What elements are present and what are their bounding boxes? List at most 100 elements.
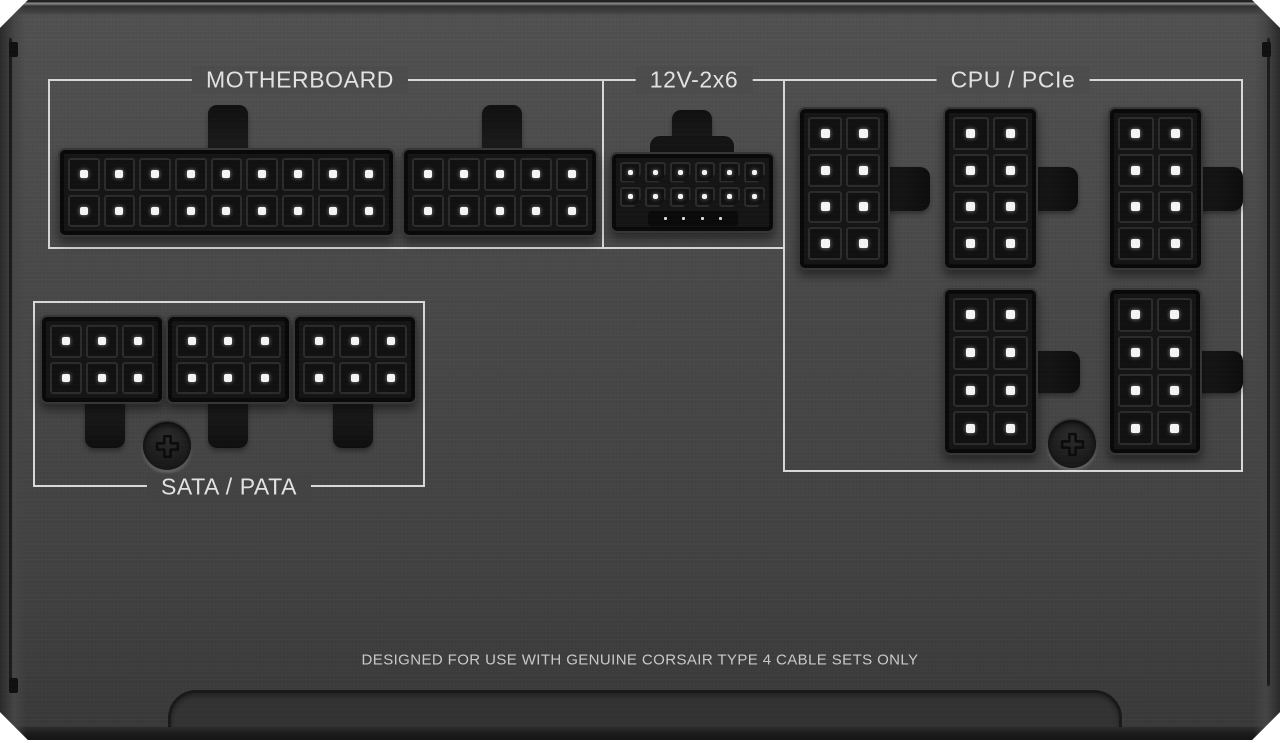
pin-cavity — [50, 361, 82, 394]
phillips-cross-icon — [155, 434, 179, 458]
pin-contact — [424, 206, 432, 215]
section-label-12v-2x6: 12V-2x6 — [635, 66, 753, 94]
sense-pin — [719, 217, 723, 220]
pin-contact — [186, 206, 195, 215]
pin-contact — [293, 170, 302, 179]
pin-contact — [460, 170, 468, 179]
pin-contact — [79, 206, 88, 215]
pin-contact — [568, 170, 576, 179]
pin-cavity — [86, 325, 118, 358]
pin-contact — [1131, 202, 1141, 212]
pin-cavity — [992, 298, 1028, 332]
pin-contact — [1005, 385, 1015, 395]
connector-clip-tab — [1034, 351, 1080, 393]
pin-cavity — [992, 411, 1028, 445]
pin-contact — [1131, 385, 1140, 395]
pin-cavity — [953, 190, 989, 224]
pin-contact — [134, 337, 142, 346]
pin-contact — [387, 337, 395, 346]
pin-cavity — [953, 227, 989, 260]
pin-contact — [966, 385, 976, 395]
phillips-screw-icon — [1048, 420, 1096, 468]
pin-cavity — [992, 335, 1028, 370]
pin-contact — [424, 170, 432, 179]
pin-cavity — [992, 227, 1028, 260]
pin-cavity — [846, 153, 880, 187]
pin-cavity — [846, 190, 880, 224]
pin-contact — [677, 194, 683, 200]
pin-cavity — [744, 162, 765, 183]
pin-cavity — [719, 186, 741, 207]
pin-grid — [953, 298, 1028, 445]
connector-12v-2x6 — [610, 152, 775, 233]
pin-cavity — [1157, 411, 1192, 445]
pin-contact — [134, 373, 142, 382]
pin-contact — [1131, 165, 1141, 175]
pin-cavity — [1118, 227, 1154, 260]
pin-contact — [727, 169, 733, 175]
pin-cavity — [139, 194, 171, 227]
pin-contact — [652, 169, 658, 175]
pin-contact — [151, 170, 160, 179]
pin-contact — [365, 170, 374, 179]
pin-contact — [702, 169, 708, 175]
pin-contact — [858, 128, 868, 138]
pin-cavity — [212, 361, 245, 394]
pin-contact — [351, 337, 359, 346]
pin-contact — [966, 128, 976, 138]
pin-contact — [1170, 348, 1179, 358]
pin-cavity — [808, 117, 842, 150]
pin-grid — [176, 325, 281, 394]
pin-contact — [727, 194, 733, 200]
pin-contact — [1005, 423, 1015, 433]
connector-clip-tab — [482, 105, 522, 155]
pin-contact — [677, 169, 683, 175]
phillips-cross-icon — [1060, 432, 1084, 456]
pin-contact — [496, 170, 504, 179]
connector-cpu-pcie-2 — [943, 107, 1038, 270]
pin-contact — [627, 169, 633, 175]
pin-contact — [858, 239, 868, 249]
pin-cavity — [992, 153, 1028, 187]
pin-cavity — [210, 158, 243, 191]
pin-cavity — [644, 162, 666, 183]
pin-cavity — [808, 190, 842, 224]
pin-cavity — [317, 194, 350, 227]
pin-cavity — [339, 325, 371, 358]
pin-contact — [652, 194, 658, 200]
pin-cavity — [281, 158, 314, 191]
pin-cavity — [212, 325, 245, 358]
pin-contact — [1005, 165, 1015, 175]
pin-cavity — [303, 361, 335, 394]
pin-contact — [115, 170, 124, 179]
phillips-screw-icon — [143, 422, 191, 470]
disclaimer-text: DESIGNED FOR USE WITH GENUINE CORSAIR TY… — [361, 651, 919, 669]
case-notch — [9, 678, 18, 693]
pin-cavity — [248, 325, 281, 358]
pin-contact — [188, 373, 197, 382]
pin-contact — [1170, 239, 1180, 249]
pin-cavity — [520, 158, 552, 191]
pin-cavity — [520, 194, 552, 227]
pin-cavity — [1118, 373, 1153, 408]
pin-cavity — [1118, 190, 1154, 224]
pin-cavity — [484, 158, 516, 191]
pin-cavity — [644, 186, 666, 207]
pin-cavity — [744, 186, 765, 207]
pin-contact — [966, 239, 976, 249]
pin-cavity — [620, 186, 641, 207]
pin-contact — [329, 206, 338, 215]
pin-cavity — [176, 325, 209, 358]
pin-cavity — [375, 325, 407, 358]
pin-cavity — [846, 117, 880, 150]
pin-contact — [260, 337, 269, 346]
pin-contact — [496, 206, 504, 215]
pin-contact — [966, 310, 976, 320]
connector-clip-tab — [650, 136, 734, 156]
pin-contact — [258, 206, 267, 215]
pin-cavity — [846, 227, 880, 260]
pin-cavity — [68, 194, 100, 227]
connector-cpu-pcie-1 — [798, 107, 890, 270]
connector-clip-tab — [1034, 167, 1078, 211]
pin-cavity — [448, 194, 480, 227]
